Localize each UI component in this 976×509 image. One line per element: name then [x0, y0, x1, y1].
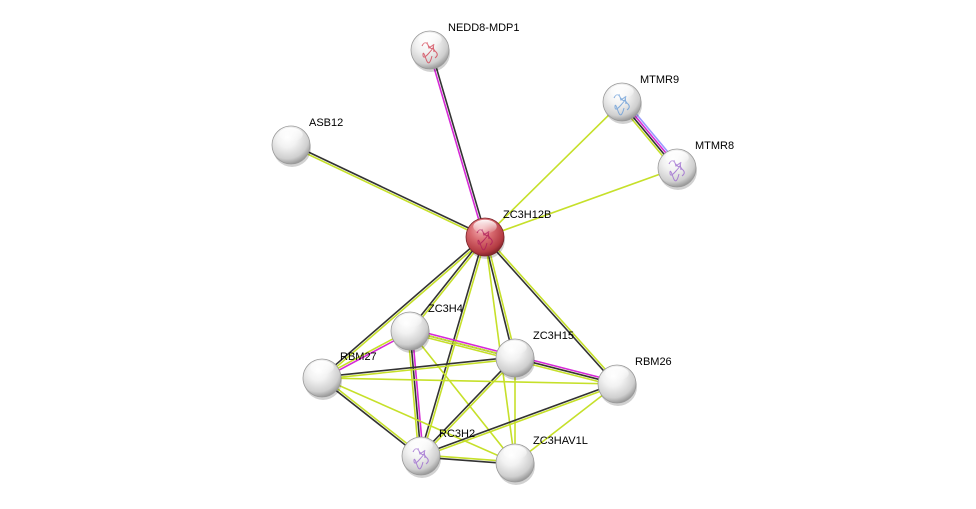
node-rc3h2[interactable]: RC3H2 [401, 428, 475, 478]
edge-evidence-experiments [428, 50, 485, 238]
edge-zc3h4-zc3hav1l[interactable] [409, 330, 516, 464]
edge-evidence-coexpression [430, 49, 487, 237]
edge-evidence-textmining [322, 237, 487, 380]
edge-rbm26-rc3h2[interactable] [420, 382, 618, 458]
node-highlight [310, 360, 334, 375]
node-rbm26[interactable]: RBM26 [597, 356, 672, 406]
edge-rbm27-rc3h2[interactable] [320, 376, 423, 458]
node-highlight [665, 150, 689, 165]
node-zc3hav1l[interactable]: ZC3HAV1L [495, 435, 588, 485]
edge-zc3h12b-zc3h4[interactable] [408, 235, 487, 333]
node-highlight [605, 366, 629, 381]
edge-evidence-textmining [410, 237, 487, 333]
edge-evidence-coexpression [320, 378, 421, 458]
node-highlight [503, 340, 527, 355]
node-label: ASB12 [309, 117, 343, 129]
node-highlight [610, 84, 634, 99]
edge-evidence-textmining [514, 383, 618, 464]
node-highlight [398, 313, 422, 328]
node-label: NEDD8-MDP1 [448, 22, 520, 34]
edge-rbm27-zc3hav1l[interactable] [321, 377, 516, 464]
edge-zc3h12b-asb12[interactable] [290, 143, 486, 239]
edge-evidence-textmining [421, 384, 618, 458]
edge-rbm27-rbm26[interactable] [321, 377, 618, 385]
edge-evidence-coexpression [419, 356, 515, 456]
node-highlight [279, 127, 303, 142]
node-highlight [503, 445, 527, 460]
edge-zc3h15-rbm27[interactable] [321, 356, 516, 380]
edge-evidence-coexpression [419, 236, 485, 456]
node-label: RC3H2 [439, 428, 475, 440]
node-zc3h12b[interactable]: ZC3H12B [465, 209, 551, 259]
edge-evidence-coexpression [483, 237, 515, 359]
node-mtmr9[interactable]: MTMR9 [602, 74, 679, 124]
node-label: ZC3HAV1L [533, 435, 588, 447]
edge-evidence-textmining [485, 236, 517, 358]
node-zc3h15[interactable]: ZC3H15 [495, 330, 574, 380]
edge-evidence-textmining [421, 358, 517, 458]
edge-evidence-textmining [421, 237, 487, 457]
edge-evidence-coexpression [320, 235, 485, 378]
node-nedd8-mdp1[interactable]: NEDD8-MDP1 [410, 22, 520, 72]
edge-evidence-experiments [411, 330, 424, 456]
edge-evidence-textmining [409, 330, 516, 464]
edge-evidence-coexpression [409, 330, 422, 457]
node-asb12[interactable]: ASB12 [271, 117, 343, 167]
edge-zc3h12b-nedd8-mdp1[interactable] [428, 49, 487, 238]
edge-evidence-textmining [484, 167, 678, 238]
node-highlight [473, 219, 497, 234]
node-label: RBM27 [340, 351, 377, 363]
node-rbm27[interactable]: RBM27 [302, 351, 377, 400]
node-highlight [418, 32, 442, 47]
edge-zc3h15-rc3h2[interactable] [419, 356, 517, 458]
node-label: ZC3H15 [533, 330, 574, 342]
edge-evidence-coexpression [483, 237, 617, 386]
edge-rbm26-zc3hav1l[interactable] [514, 383, 618, 464]
node-zc3h4[interactable]: ZC3H4 [390, 303, 463, 353]
node-label: MTMR8 [695, 140, 734, 152]
edge-evidence-textmining [485, 235, 619, 384]
node-label: ZC3H4 [428, 303, 463, 315]
edge-evidence-textmining [322, 376, 423, 456]
edge-zc3h12b-rbm27[interactable] [320, 235, 487, 380]
edge-zc3h12b-rc3h2[interactable] [419, 236, 487, 457]
edge-evidence-textmining [321, 377, 516, 464]
edge-evidence-textmining [484, 101, 623, 238]
edge-zc3h12b-mtmr8[interactable] [484, 167, 678, 238]
edge-evidence-coexpression [321, 356, 515, 378]
node-highlight [409, 438, 433, 453]
edge-zc3h4-rc3h2[interactable] [407, 330, 424, 457]
edge-evidence-coexpression [291, 143, 486, 237]
node-mtmr8[interactable]: MTMR8 [657, 140, 734, 190]
edge-evidence-textmining [290, 145, 485, 239]
edge-zc3h12b-mtmr9[interactable] [484, 101, 623, 238]
node-label: ZC3H12B [503, 209, 551, 221]
node-label: MTMR9 [640, 74, 679, 86]
edge-evidence-textmining [407, 331, 420, 457]
edge-evidence-coexpression [408, 235, 485, 331]
node-label: RBM26 [635, 356, 672, 368]
edge-evidence-coexpression [420, 382, 617, 456]
edge-evidence-textmining [321, 377, 618, 385]
edge-zc3h12b-zc3h15[interactable] [483, 236, 517, 359]
edge-evidence-textmining [322, 358, 516, 380]
edge-zc3h12b-rbm26[interactable] [483, 235, 619, 386]
